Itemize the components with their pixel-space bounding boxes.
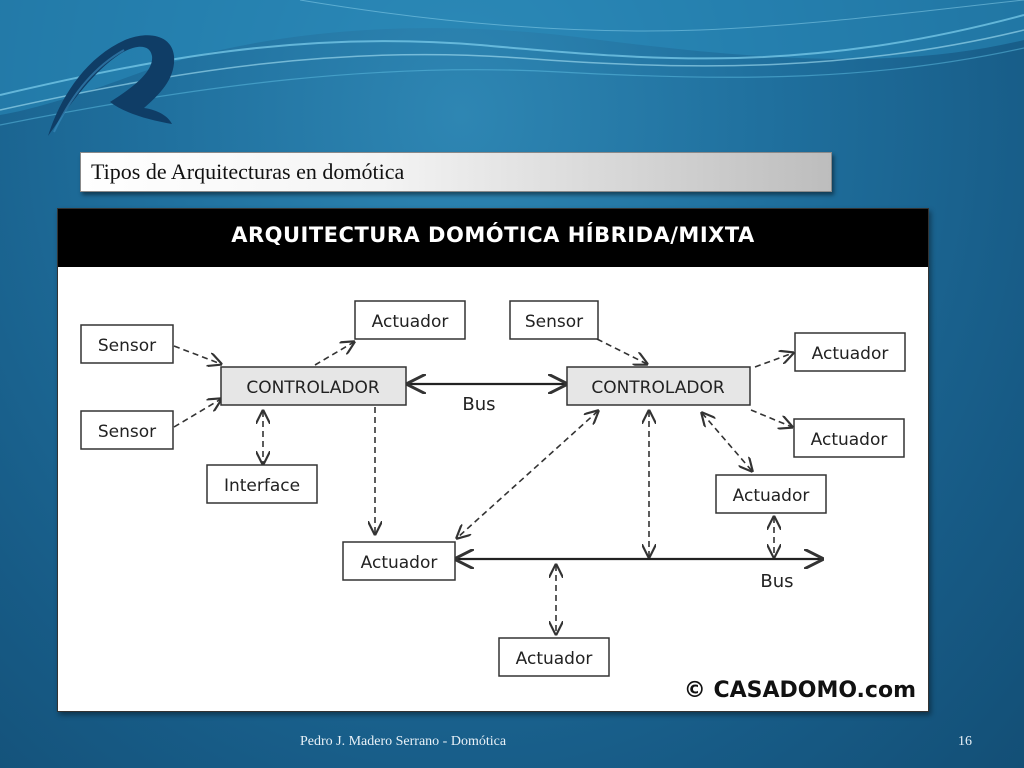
link-controller1-actuador-top [314,342,354,366]
controller-box-left [220,366,407,406]
diagram-title: ARQUITECTURA DOMÓTICA HÍBRIDA/MIXTA [231,223,755,247]
actuador-label: Actuador [811,430,888,450]
slide-title-bar: Tipos de Arquitecturas en domótica [80,152,832,192]
sensor-label: Sensor [98,422,156,442]
interface-label: Interface [224,476,300,496]
controller-box-right [566,366,751,406]
architecture-diagram: ARQUITECTURA DOMÓTICA HÍBRIDA/MIXTA [57,208,929,712]
link-sensor1-controller1 [173,345,221,364]
copyright-text: © CASADOMO.com [684,678,916,703]
link-controller2-actuador-bus [457,411,598,538]
link-sensor3-controller2 [596,338,647,364]
link-controller2-actuador-r2 [750,409,792,427]
actuador-box-bottom [498,637,610,677]
controller-label: CONTROLADOR [246,378,380,398]
footer-author: Pedro J. Madero Serrano - Domótica [300,734,507,749]
bus-label-top: Bus [462,394,495,415]
diagram-canvas: Sensor Sensor Actuador CONTROLADOR Inter… [80,300,916,703]
actuador-label: Actuador [812,344,889,364]
diagram-header: ARQUITECTURA DOMÓTICA HÍBRIDA/MIXTA [58,209,928,267]
actuador-label: Actuador [372,312,449,332]
link-sensor2-controller1 [173,399,221,428]
sensor-label: Sensor [98,336,156,356]
actuador-label: Actuador [516,649,593,669]
page-number: 16 [958,734,972,749]
sensor-box-left-top [80,324,174,364]
link-controller2-actuador-r3 [702,413,752,471]
interface-box [206,464,318,504]
sensor-label: Sensor [525,312,583,332]
link-controller2-actuador-r1 [754,353,793,368]
bus-label-bottom: Bus [760,571,793,592]
actuador-box-right-middle [793,418,905,458]
controller-label: CONTROLADOR [591,378,725,398]
actuador-label: Actuador [361,553,438,573]
logo-icon [48,35,175,136]
slide-title: Tipos de Arquitecturas en domótica [91,159,405,184]
sensor-box-left-bottom [80,410,174,450]
actuador-label: Actuador [733,486,810,506]
actuador-box-right-top [794,332,906,372]
actuador-box-right-bus [715,474,827,514]
actuador-box-bus-left [342,541,456,581]
actuador-box-top-left [354,300,466,340]
sensor-box-top-right [509,300,599,340]
